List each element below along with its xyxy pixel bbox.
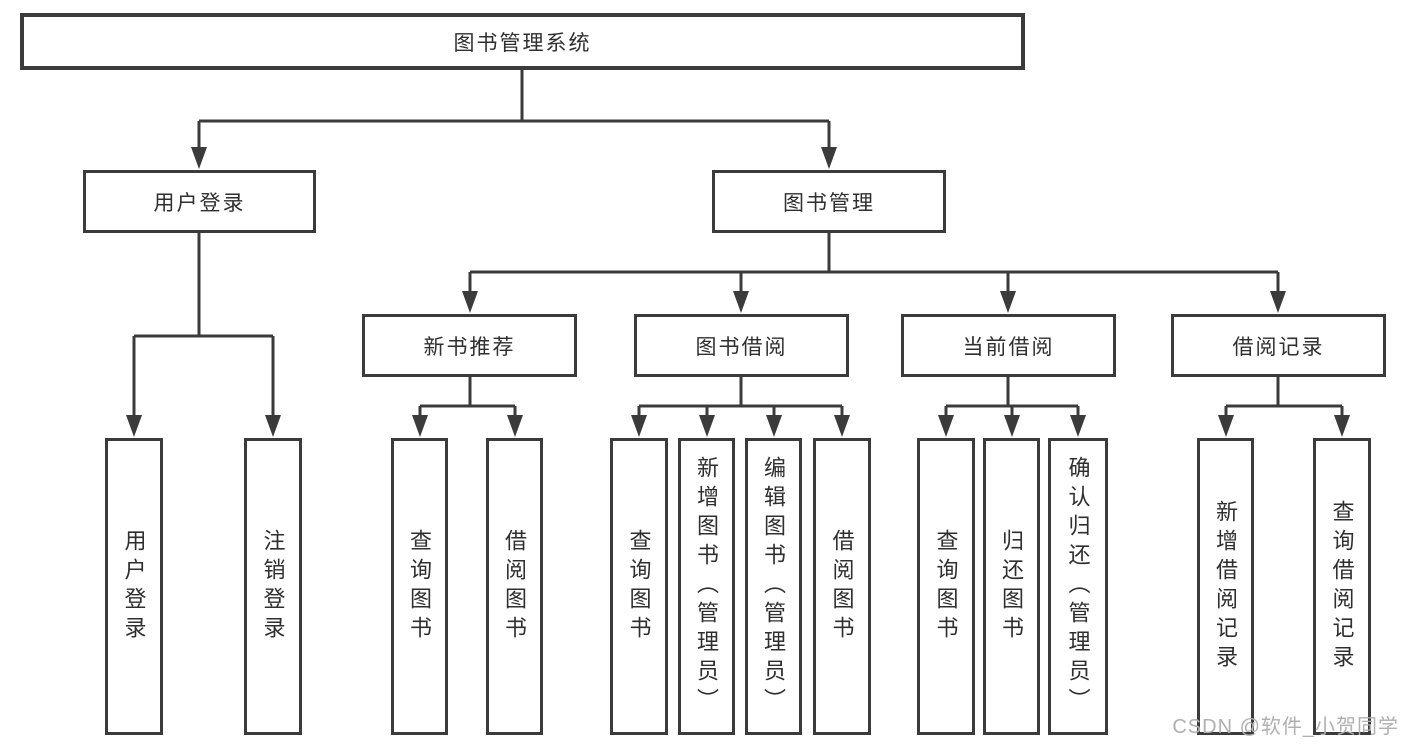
- node-new-book-recommend: 新书推荐: [362, 314, 577, 377]
- leaf-add-borrow-record: 新增借阅记录: [1197, 438, 1254, 735]
- node-borrow-records: 借阅记录: [1171, 314, 1386, 377]
- leaf-query-books-new: 查询图书: [391, 438, 448, 735]
- node-current-borrow: 当前借阅: [901, 314, 1116, 377]
- leaf-add-book-admin: 新增图书（管理员）: [678, 438, 735, 735]
- leaf-query-books-borrow: 查询图书: [610, 438, 668, 735]
- leaf-borrow-books-borrow: 借阅图书: [813, 438, 871, 735]
- node-book-management: 图书管理: [712, 170, 946, 233]
- leaf-query-borrow-record: 查询借阅记录: [1313, 438, 1371, 735]
- leaf-confirm-return-admin: 确认归还（管理员）: [1048, 438, 1108, 735]
- node-library-management-system: 图书管理系统: [20, 13, 1025, 70]
- leaf-query-books-current: 查询图书: [917, 438, 975, 735]
- csdn-watermark: CSDN @软件_小贺同学: [1172, 716, 1399, 738]
- leaf-user-login: 用户登录: [105, 438, 163, 735]
- leaf-borrow-books-new: 借阅图书: [486, 438, 543, 735]
- leaf-edit-book-admin: 编辑图书（管理员）: [745, 438, 802, 735]
- leaf-return-book: 归还图书: [983, 438, 1040, 735]
- leaf-logout: 注销登录: [244, 438, 302, 735]
- node-user-login: 用户登录: [83, 170, 316, 233]
- node-book-borrow: 图书借阅: [634, 314, 849, 377]
